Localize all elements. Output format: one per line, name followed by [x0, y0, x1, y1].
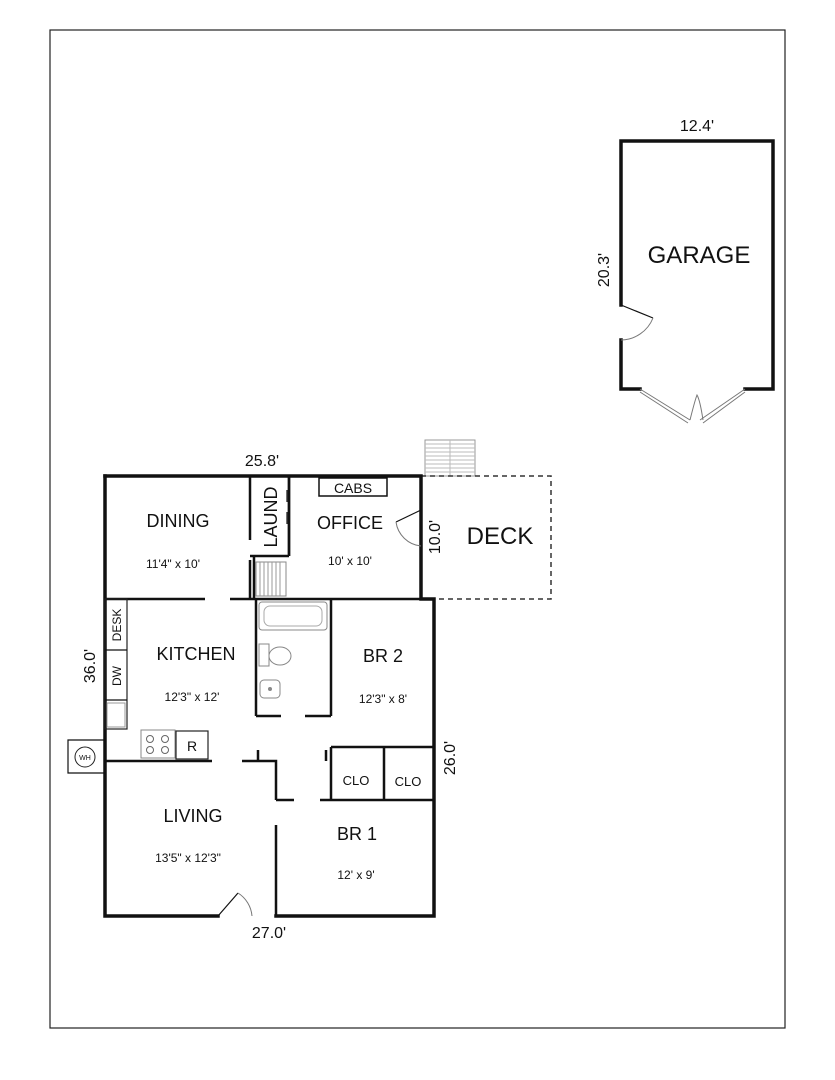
top-dimension: 25.8': [245, 453, 279, 470]
dishwasher-label: DW: [110, 665, 124, 686]
br1-size: 12' x 9': [337, 868, 374, 882]
kitchen-label: KITCHEN: [156, 644, 235, 664]
dining-size: 11'4" x 10': [146, 557, 200, 571]
desk-label: DESK: [110, 609, 124, 642]
closet-label-2: CLO: [395, 774, 422, 789]
cabinets-box: [318, 477, 388, 497]
laundry-label: LAUND: [261, 486, 281, 547]
br2-label: BR 2: [363, 646, 403, 666]
refrigerator-label: R: [187, 738, 197, 754]
garage-label: GARAGE: [648, 242, 751, 269]
office-label: OFFICE: [317, 513, 383, 533]
living-label: LIVING: [163, 806, 222, 826]
office-deck-dimension: 10.0': [427, 520, 444, 554]
left-dimension: 36.0': [82, 649, 99, 683]
br1-label: BR 1: [337, 824, 377, 844]
deck-label: DECK: [467, 523, 534, 550]
interior-walls: [105, 476, 434, 916]
page-frame: [49, 29, 786, 1029]
right-dimension: 26.0': [442, 741, 459, 775]
deck-stairs: [424, 439, 476, 477]
water-heater: WH: [67, 739, 105, 774]
kitchen-fixtures: R DESK DW: [104, 598, 209, 760]
dining-label: DINING: [147, 511, 210, 531]
kitchen-size: 12'3" x 12': [165, 690, 220, 704]
cabinets-label: CABS: [334, 480, 372, 496]
br2-size: 12'3" x 8': [359, 692, 407, 706]
garage-width-dimension: 12.4': [680, 118, 714, 135]
front-door: [217, 892, 253, 917]
bathroom-fixtures: [258, 601, 328, 699]
living-size: 13'5" x 12'3": [155, 851, 221, 865]
water-heater-label: WH: [79, 755, 91, 762]
deck: DECK: [421, 475, 552, 600]
laundry-stair: [255, 561, 287, 597]
garage: GARAGE 12.4' 20.3': [596, 118, 775, 424]
garage-depth-dimension: 20.3': [596, 253, 613, 287]
closet-label-1: CLO: [343, 773, 370, 788]
office-size: 10' x 10': [328, 554, 372, 568]
bottom-dimension: 27.0': [252, 925, 286, 942]
